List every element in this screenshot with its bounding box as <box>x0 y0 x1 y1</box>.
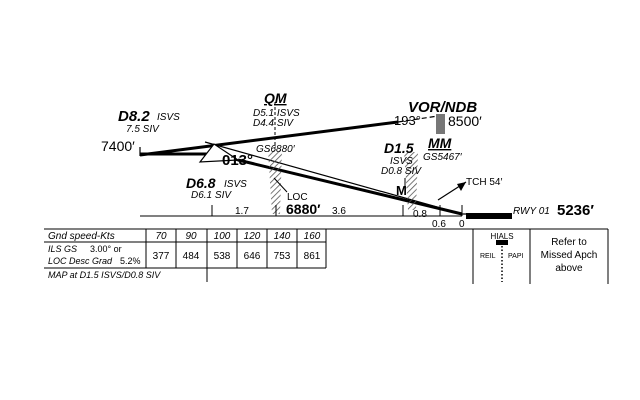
d6-8-dme-label: D6.8 <box>186 175 216 191</box>
fix-markers <box>139 102 463 216</box>
descent-rate-cell: 861 <box>304 251 321 262</box>
distance-0-6: 0.6 <box>432 219 446 230</box>
d8-2-sub-label: 7.5 SIV <box>126 124 160 135</box>
missed-line-1: Refer to <box>551 237 587 248</box>
distance-0-8: 0.8 <box>413 209 427 220</box>
qm-beacon-hatch <box>268 150 282 214</box>
gs-angle-label: 3.00° or <box>90 244 122 254</box>
descent-rate-cell: 753 <box>274 251 291 262</box>
loc-desc-grad-label: LOC Desc Grad <box>48 256 113 266</box>
descent-rate-cell: 646 <box>244 251 261 262</box>
map-note: MAP at D1.5 ISVS/D0.8 SIV <box>48 270 161 280</box>
qm-name-label: QM <box>264 90 287 106</box>
outbound-course-label: 193° <box>394 113 421 128</box>
mm-beacon-hatch <box>404 152 418 210</box>
vor-ndb-station-icon <box>436 114 445 134</box>
speed-cell: 160 <box>304 231 321 242</box>
speed-cell: 120 <box>244 231 261 242</box>
d1-5-dme-label: D1.5 <box>384 140 414 156</box>
vor-ndb-altitude-label: 8500′ <box>448 113 482 129</box>
missed-line-3: above <box>555 263 583 274</box>
tch-label: TCH 54′ <box>466 177 502 188</box>
speed-cell: 90 <box>185 231 197 242</box>
distance-0: 0 <box>459 219 465 230</box>
qm-line1-label: D5.1 ISVS <box>253 108 300 119</box>
missed-line-2: Missed Apch <box>541 250 598 261</box>
d1-5-ident-label: ISVS <box>390 156 413 167</box>
reil-label: REIL <box>480 253 496 260</box>
hials-label: HIALS <box>490 232 513 241</box>
loc-label: LOC <box>287 192 308 203</box>
gs-profile-line <box>204 141 463 215</box>
mm-name-label: MM <box>428 135 452 151</box>
runway-elevation-label: 5236′ <box>557 202 594 219</box>
gnd-speed-header: Gnd speed-Kts <box>48 231 115 242</box>
fix-labels: D8.2 ISVS 7.5 SIV 7400′ QM D5.1 ISVS D4.… <box>101 90 594 230</box>
qm-line2-label: D4.4 SIV <box>253 118 294 129</box>
d1-5-sub-label: D0.8 SIV <box>381 166 422 177</box>
lighting-box: HIALS REIL PAPI <box>480 232 523 282</box>
ground-speed-table: Gnd speed-Kts 70 90 100 120 140 160 ILS … <box>44 228 609 284</box>
final-course-label: 013° <box>222 152 253 169</box>
ils-gs-label: ILS GS <box>48 244 77 254</box>
speed-cell: 70 <box>155 231 167 242</box>
outbound-line <box>397 115 439 123</box>
distance-1-7: 1.7 <box>235 206 249 217</box>
map-marker-letter: M <box>396 183 407 198</box>
loc-altitude-label: 6880′ <box>286 201 321 217</box>
d8-2-dme-label: D8.2 <box>118 108 150 125</box>
papi-label: PAPI <box>508 253 523 260</box>
vor-ndb-name-label: VOR/NDB <box>408 99 477 116</box>
speed-cell: 140 <box>274 231 291 242</box>
hials-bar-icon <box>496 240 508 245</box>
d6-8-ident-label: ISVS <box>224 179 247 190</box>
descent-rate-cell: 538 <box>214 251 231 262</box>
grad-value: 5.2% <box>120 256 141 266</box>
entry-altitude-label: 7400′ <box>101 138 135 154</box>
runway-label: RWY 01 <box>513 206 550 217</box>
d6-8-sub-label: D6.1 SIV <box>191 190 232 201</box>
distance-3-6: 3.6 <box>332 206 346 217</box>
descent-rate-cell: 377 <box>153 251 170 262</box>
loc-pointer <box>273 177 288 193</box>
profile-lines <box>139 115 512 219</box>
gs-altitude-qm-label: GS6880′ <box>256 144 296 155</box>
missed-approach-arrowhead <box>457 182 466 191</box>
procedure-turn-inbound-line <box>139 120 399 157</box>
mm-gs-altitude-label: GS5467′ <box>423 152 463 163</box>
missed-approach-box: Refer to Missed Apch above <box>541 237 598 274</box>
procedure-turn-wedge <box>198 143 240 163</box>
descent-rate-cell: 484 <box>183 251 200 262</box>
d8-2-ident-label: ISVS <box>157 112 180 123</box>
runway-bar <box>466 213 512 219</box>
speed-cell: 100 <box>214 231 231 242</box>
